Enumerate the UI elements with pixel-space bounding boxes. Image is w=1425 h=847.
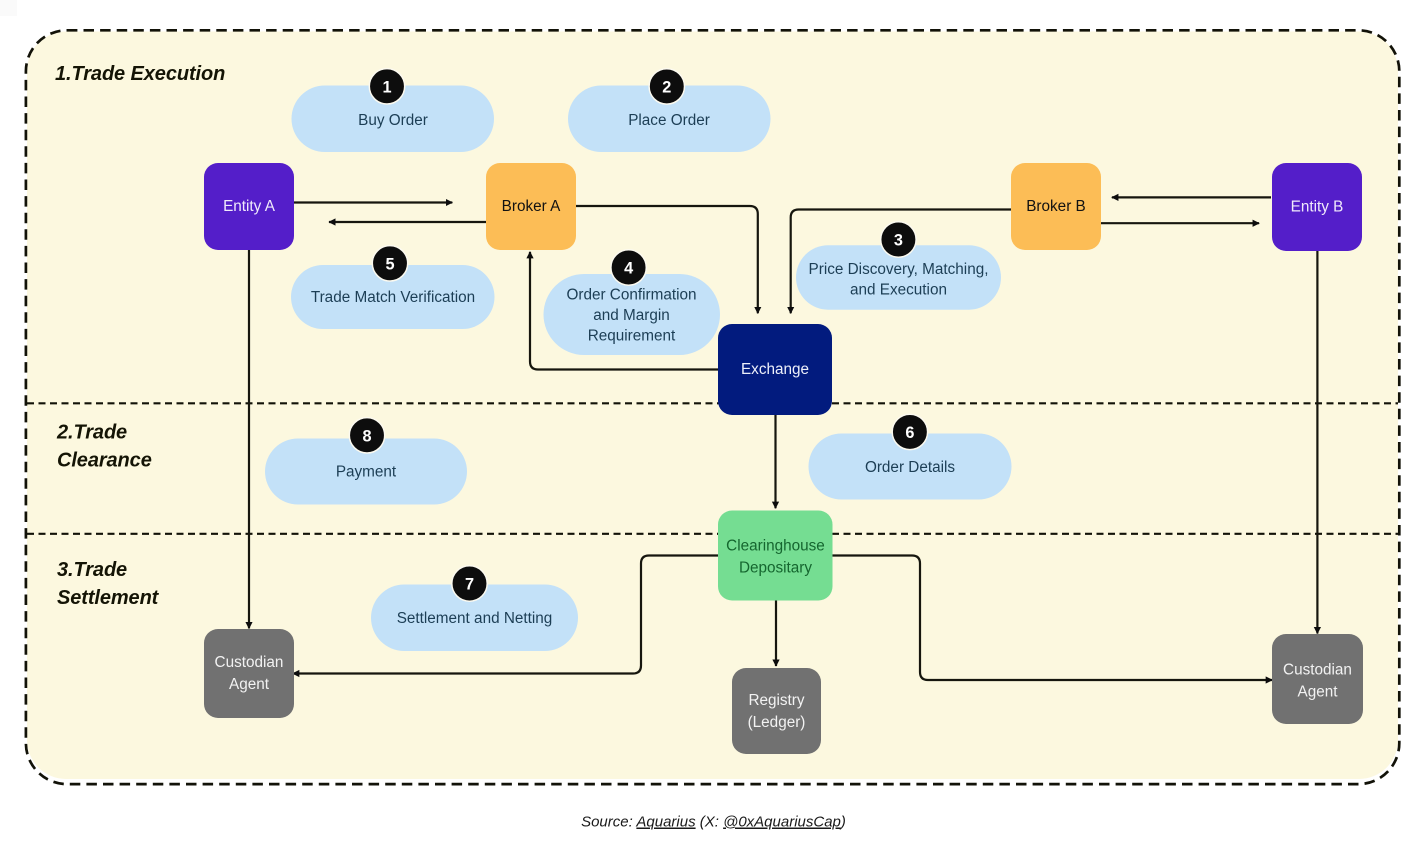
svg-text:Order Confirmation: Order Confirmation — [566, 286, 696, 303]
svg-text:Source: Aquarius (X: @0xAquari: Source: Aquarius (X: @0xAquariusCap) — [581, 814, 846, 831]
svg-text:Place Order: Place Order — [628, 112, 710, 129]
svg-text:Depositary: Depositary — [739, 560, 812, 577]
svg-text:4: 4 — [624, 260, 633, 278]
svg-text:6: 6 — [905, 424, 914, 442]
svg-text:Custodian: Custodian — [215, 654, 284, 671]
svg-text:and Execution: and Execution — [850, 281, 947, 298]
svg-text:Settlement and Netting: Settlement and Netting — [397, 610, 553, 627]
svg-text:Agent: Agent — [229, 676, 270, 693]
svg-text:8: 8 — [362, 427, 371, 445]
svg-text:Clearinghouse: Clearinghouse — [726, 537, 825, 554]
svg-text:and Margin: and Margin — [593, 307, 670, 324]
svg-text:3: 3 — [894, 232, 903, 250]
svg-text:Registry: Registry — [748, 692, 804, 709]
svg-text:Custodian: Custodian — [1283, 661, 1352, 678]
svg-text:Order Details: Order Details — [865, 459, 955, 476]
svg-text:Exchange: Exchange — [741, 361, 809, 378]
svg-text:2.Trade: 2.Trade — [56, 422, 127, 444]
svg-text:Agent: Agent — [1298, 683, 1339, 700]
svg-text:Entity A: Entity A — [223, 198, 276, 215]
svg-text:3.Trade: 3.Trade — [57, 559, 127, 581]
svg-text:7: 7 — [465, 576, 474, 594]
svg-text:Broker A: Broker A — [502, 198, 561, 215]
svg-text:Requirement: Requirement — [588, 328, 676, 345]
svg-text:5: 5 — [385, 255, 394, 273]
svg-text:Buy Order: Buy Order — [358, 112, 428, 129]
svg-text:1: 1 — [382, 78, 391, 96]
svg-text:Entity B: Entity B — [1291, 199, 1344, 216]
svg-text:Clearance: Clearance — [57, 450, 152, 472]
svg-text:1.Trade Execution: 1.Trade Execution — [55, 63, 225, 85]
svg-text:(Ledger): (Ledger) — [748, 714, 806, 731]
svg-text:2: 2 — [662, 78, 671, 96]
svg-text:Payment: Payment — [336, 463, 397, 480]
svg-text:Trade Match Verification: Trade Match Verification — [311, 289, 475, 306]
svg-text:Price Discovery, Matching,: Price Discovery, Matching, — [809, 261, 989, 278]
svg-text:Broker B: Broker B — [1026, 198, 1086, 215]
svg-text:Settlement: Settlement — [57, 587, 160, 609]
